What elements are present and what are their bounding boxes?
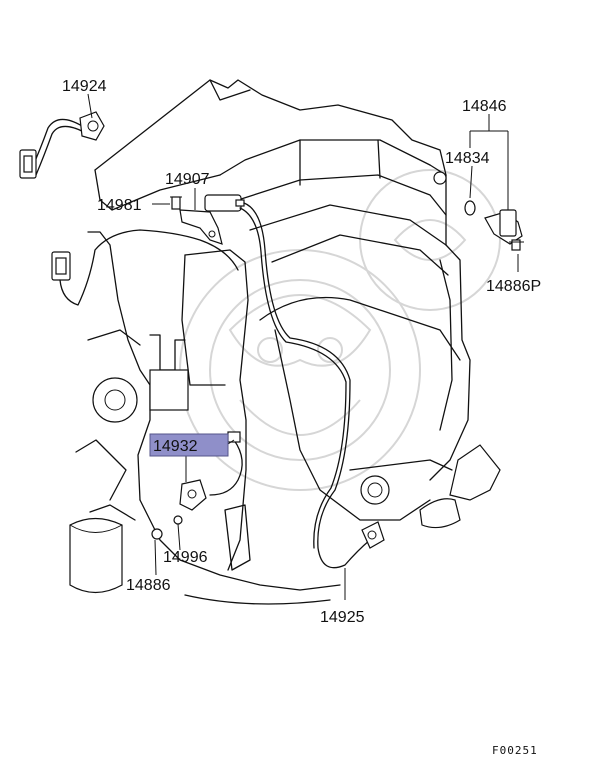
sensor-harness-14925 <box>239 202 385 569</box>
watermark-emblem <box>179 169 501 491</box>
callout-14834: 14834 <box>445 150 490 167</box>
callout-14907: 14907 <box>165 171 210 188</box>
callout-14932: 14932 <box>153 438 198 455</box>
engine-block-illustration <box>69 79 501 605</box>
callout-14886P: 14886P <box>486 278 541 295</box>
callout-14924: 14924 <box>62 78 107 95</box>
harness-bracket-14907 <box>170 194 245 245</box>
callout-14886: 14886 <box>126 577 171 594</box>
callout-14925: 14925 <box>320 609 365 626</box>
callout-highlight-14932 <box>149 433 229 457</box>
sheet-code: F00251 <box>492 744 538 757</box>
callout-14996: 14996 <box>163 549 208 566</box>
callout-14846: 14846 <box>462 98 507 115</box>
knock-sensor-harness-14924 <box>19 111 105 179</box>
cam-position-sensor-14846 <box>464 200 524 251</box>
wiring-harness-connector-left <box>51 229 239 306</box>
crank-sensor-14932 <box>151 431 243 540</box>
callout-leaders <box>87 93 519 600</box>
callout-14981: 14981 <box>97 197 142 214</box>
